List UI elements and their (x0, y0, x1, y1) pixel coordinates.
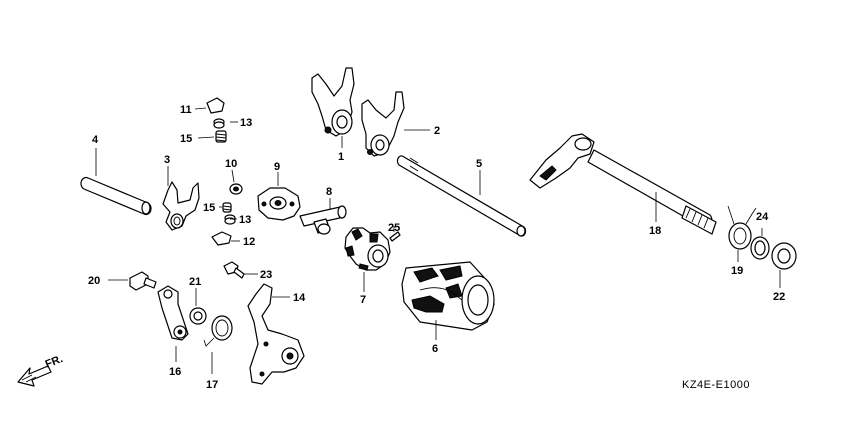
washer-large (771, 242, 797, 270)
diagram-code: KZ4E-E1000 (682, 379, 750, 391)
fork-shaft-long (396, 155, 527, 237)
callout-8: 8 (326, 186, 332, 198)
pin-shaft (299, 205, 347, 235)
shift-fork-1 (311, 67, 355, 137)
spring-upper (215, 130, 227, 143)
callout-23: 23 (260, 269, 272, 281)
callout-9: 9 (274, 161, 280, 173)
callout-1: 1 (338, 151, 344, 163)
callout-15-lower: 15 (203, 202, 215, 214)
callout-19: 19 (731, 265, 743, 277)
callout-15-upper: 15 (180, 133, 192, 145)
callout-13-lower: 13 (239, 214, 251, 226)
callout-17: 17 (206, 379, 218, 391)
shift-fork-left (162, 181, 200, 231)
callout-24: 24 (756, 211, 769, 223)
spring-17 (203, 315, 233, 347)
callout-22: 22 (773, 291, 785, 303)
callout-6: 6 (432, 343, 438, 355)
callout-13-upper: 13 (240, 117, 252, 129)
front-label: FR. (44, 353, 65, 371)
leader-lines (95, 107, 781, 374)
washer-lower (224, 214, 236, 225)
fork-shaft-left (80, 176, 152, 216)
callout-3: 3 (164, 154, 170, 166)
callout-2: 2 (434, 125, 440, 137)
callout-5: 5 (476, 158, 482, 170)
gearshift-spindle (529, 133, 717, 235)
callout-11: 11 (180, 104, 192, 116)
return-spring (727, 205, 757, 250)
shift-drum (401, 261, 495, 331)
plate-star (257, 187, 301, 221)
callout-12: 12 (243, 236, 255, 248)
cap-lower (211, 231, 232, 246)
callout-4: 4 (92, 134, 99, 146)
washer-21 (189, 307, 207, 325)
bolt-20 (129, 271, 157, 291)
callout-14: 14 (293, 292, 306, 304)
front-arrow: FR. (17, 353, 65, 387)
drum-center (344, 227, 391, 271)
bolt-23 (223, 261, 245, 279)
spring-lower (222, 202, 232, 213)
bolt-small (229, 183, 243, 195)
collar (750, 236, 770, 260)
callout-25: 25 (388, 222, 400, 234)
callout-21: 21 (189, 276, 201, 288)
callout-10: 10 (225, 158, 237, 170)
washer-upper (213, 118, 225, 129)
callout-20: 20 (88, 275, 100, 287)
callout-16: 16 (169, 366, 181, 378)
shift-fork-2 (361, 91, 405, 157)
callouts: 4 3 11 13 15 10 15 13 12 9 8 1 2 5 25 7 … (88, 104, 785, 391)
callout-18: 18 (649, 225, 661, 237)
callout-7: 7 (360, 294, 366, 306)
small-pin (389, 231, 401, 242)
plate-14 (247, 283, 305, 385)
cap-upper (206, 97, 225, 114)
stopper-arm (157, 285, 189, 341)
